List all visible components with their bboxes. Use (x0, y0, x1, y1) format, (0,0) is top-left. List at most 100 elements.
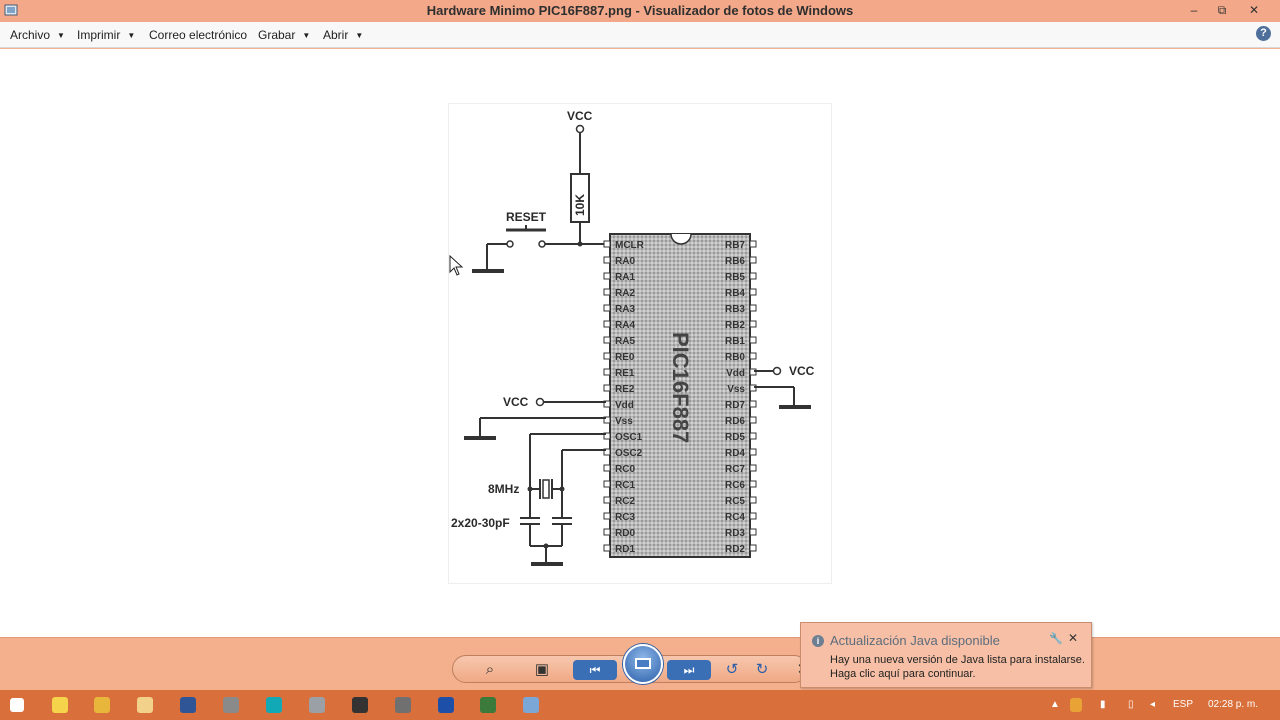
java-tray-icon[interactable] (1070, 698, 1082, 712)
java-update-notification[interactable]: i Actualización Java disponible 🔧 ✕ Hay … (800, 622, 1092, 688)
chip-pin (603, 336, 611, 344)
chrome-icon[interactable] (94, 697, 110, 713)
vcc-top-terminal (575, 124, 585, 134)
slideshow-icon (635, 658, 651, 669)
pin-label: RC5 (725, 496, 745, 507)
chip-pin (749, 288, 757, 296)
vcc-top-label: VCC (567, 109, 593, 123)
app-icon[interactable] (223, 697, 239, 713)
chip-pin (603, 512, 611, 520)
reset-contact (506, 240, 514, 248)
close-icon[interactable]: ✕ (1068, 631, 1079, 645)
chip-pin (603, 448, 611, 456)
restore-button[interactable]: ⧉ (1217, 3, 1227, 17)
reset-label: RESET (506, 210, 547, 224)
chip-pin (749, 496, 757, 504)
battery-icon[interactable]: ▯ (1128, 699, 1134, 710)
pin-label: Vdd (615, 400, 634, 411)
pin-label: RC2 (615, 496, 635, 507)
chip-pin (603, 304, 611, 312)
reset-contact (538, 240, 546, 248)
chip-pin (603, 352, 611, 360)
menu-grabar-label: Grabar (258, 28, 296, 42)
pin-label: OSC2 (615, 448, 643, 459)
chip-pin (749, 240, 757, 248)
pic16f887-schematic: VCC 10K RESET PIC16F887 MCLRRA0RA1RA2RA3… (451, 109, 815, 566)
close-button[interactable]: ✕ (1248, 3, 1260, 17)
chip-pin (749, 320, 757, 328)
menu-imprimir-label: Imprimir (77, 28, 121, 42)
left-pin-group: MCLRRA0RA1RA2RA3RA4RA5RE0RE1RE2VddVssOSC… (603, 240, 645, 555)
photo-viewer-app-icon (4, 4, 18, 16)
chip-pin (603, 464, 611, 472)
photo-viewer-icon[interactable] (523, 697, 539, 713)
pin-label: RB2 (725, 320, 745, 331)
next-button[interactable]: ⏭ (667, 660, 711, 680)
title-bar: Hardware Minimo PIC16F887.png - Visualiz… (0, 0, 1280, 22)
slideshow-button[interactable] (623, 644, 663, 684)
chevron-down-icon: ▼ (355, 31, 364, 40)
network-icon[interactable]: ▮ (1100, 699, 1106, 710)
chip-pin (603, 400, 611, 408)
volume-icon[interactable]: ◂ (1150, 699, 1156, 710)
notification-message[interactable]: Hay una nueva versión de Java lista para… (830, 654, 1085, 666)
previous-button[interactable]: ⏮ (573, 660, 617, 680)
chip-pin (749, 400, 757, 408)
pin-label: RD5 (725, 432, 745, 443)
start-icon[interactable] (10, 698, 24, 712)
zoom-icon[interactable]: ⌕ (485, 661, 495, 678)
pin-label: RD0 (615, 528, 635, 539)
notification-title: Actualización Java disponible (830, 633, 1000, 648)
rotate-cw-icon[interactable]: ↻ (755, 661, 769, 678)
explorer-icon[interactable] (137, 697, 153, 713)
isis-icon[interactable] (438, 697, 454, 713)
pin-label: RD7 (725, 400, 745, 411)
chip-pin (749, 480, 757, 488)
arduino-icon[interactable] (266, 697, 282, 713)
fit-window-icon[interactable]: ▣ (534, 661, 550, 678)
chip-pin (749, 256, 757, 264)
pin-label: RE0 (615, 352, 635, 363)
help-icon[interactable]: ? (1256, 26, 1271, 41)
pin-label: RC7 (725, 464, 745, 475)
menu-correo[interactable]: Correo electrónico (149, 28, 247, 42)
pin-label: RA5 (615, 336, 635, 347)
chip-pin (603, 432, 611, 440)
clock[interactable]: 02:28 p. m. (1208, 699, 1259, 710)
menu-imprimir[interactable]: Imprimir▼ (77, 28, 135, 42)
settings-icon[interactable]: 🔧 (1049, 633, 1063, 645)
pcb-icon[interactable] (480, 697, 496, 713)
chip-pin (603, 416, 611, 424)
tray-expand-icon[interactable]: ▲ (1050, 699, 1060, 710)
chip-pin (603, 368, 611, 376)
chip-pin (603, 544, 611, 552)
chip-pin (603, 384, 611, 392)
vcc-left-terminal (535, 397, 545, 407)
menu-grabar[interactable]: Grabar▼ (258, 28, 310, 42)
pin-label: Vss (615, 416, 633, 427)
tool-icon[interactable] (309, 697, 325, 713)
notification-link[interactable]: Haga clic aquí para continuar. (830, 668, 976, 680)
pin-label: RE1 (615, 368, 635, 379)
language-indicator[interactable]: ESP (1173, 699, 1194, 710)
pin-label: RB0 (725, 352, 745, 363)
pin-label: RC1 (615, 480, 635, 491)
pin-label: RD2 (725, 544, 745, 555)
settings-icon[interactable] (352, 697, 368, 713)
chip-pin (603, 256, 611, 264)
taskbar: ▲ ▮ ▯ ◂ ESP 02:28 p. m. (0, 690, 1280, 720)
minimize-button[interactable]: – (1190, 3, 1198, 17)
pin-label: RB3 (725, 304, 745, 315)
menu-correo-label: Correo electrónico (149, 28, 248, 42)
menu-archivo[interactable]: Archivo▼ (10, 28, 65, 42)
pin-label: RE2 (615, 384, 635, 395)
word-icon[interactable] (180, 697, 196, 713)
pin-label: RD3 (725, 528, 745, 539)
pin-label: RC3 (615, 512, 635, 523)
media-icon[interactable] (395, 697, 411, 713)
ie-icon[interactable] (52, 697, 68, 713)
rotate-ccw-icon[interactable]: ↺ (725, 661, 739, 678)
menu-abrir[interactable]: Abrir▼ (323, 28, 363, 42)
pin-label: RD1 (615, 544, 635, 555)
